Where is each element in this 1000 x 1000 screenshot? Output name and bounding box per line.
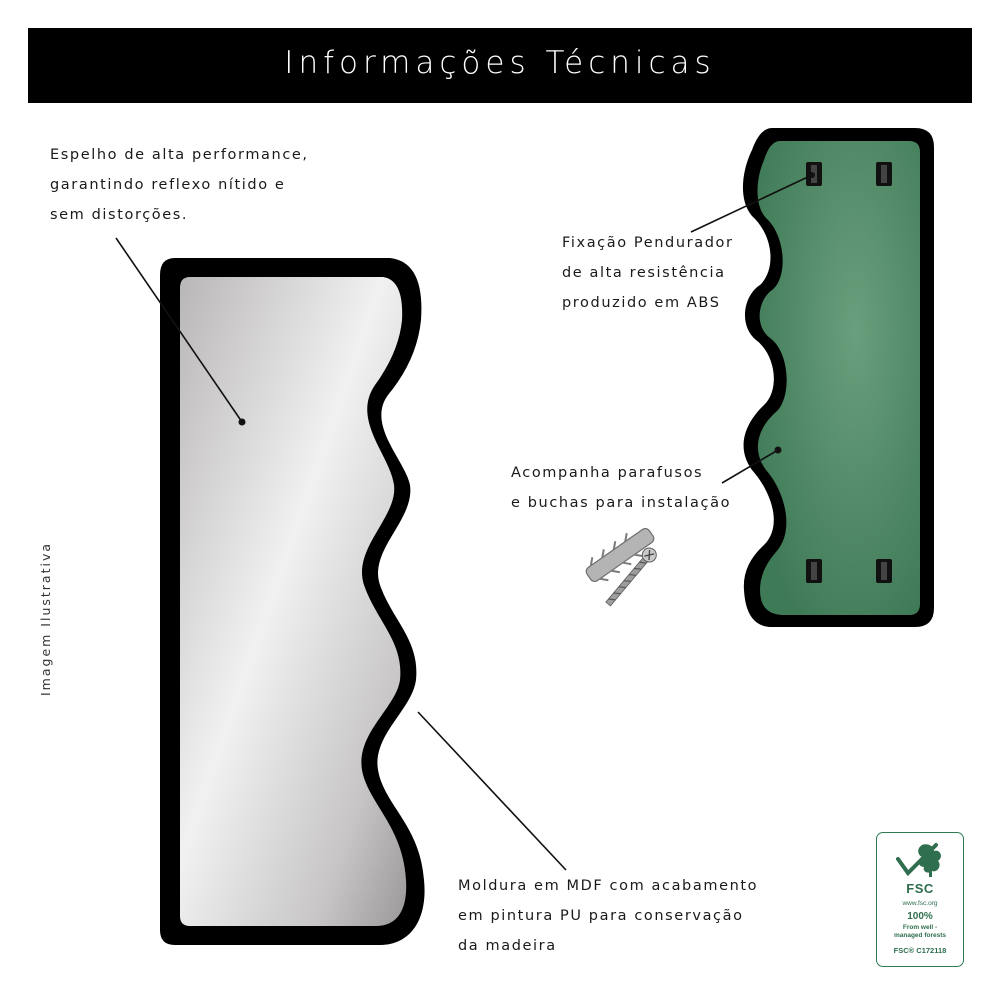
screws-marker-dot xyxy=(774,446,782,454)
title-banner: Informações Técnicas xyxy=(28,28,972,103)
page-title: Informações Técnicas xyxy=(284,45,716,81)
mirror-marker-dot xyxy=(238,418,246,426)
fsc-source: From well - managed forests xyxy=(893,924,947,939)
fsc-percent: 100% xyxy=(907,911,933,922)
screws-caption: Acompanha parafusos e buchas para instal… xyxy=(511,465,732,511)
screw-icon xyxy=(605,547,657,607)
hanger-marker-dot xyxy=(809,172,815,178)
hanger-caption: Fixação Pendurador de alta resistência p… xyxy=(562,235,734,311)
mirror-glass xyxy=(180,277,407,926)
mirror-caption: Espelho de alta performance, garantindo … xyxy=(50,147,309,223)
fsc-brand: FSC xyxy=(906,881,934,896)
wall-plug-icon xyxy=(585,528,655,582)
frame-caption: Moldura em MDF com acabamento em pintura… xyxy=(458,878,759,954)
fsc-license-code: FSC® C172118 xyxy=(893,946,947,955)
back-panel xyxy=(757,141,920,615)
fsc-badge: FSC www.fsc.org 100% From well - managed… xyxy=(876,832,964,967)
fsc-site: www.fsc.org xyxy=(902,900,938,907)
tree-check-icon xyxy=(896,843,941,877)
leader-lines xyxy=(115,174,813,871)
